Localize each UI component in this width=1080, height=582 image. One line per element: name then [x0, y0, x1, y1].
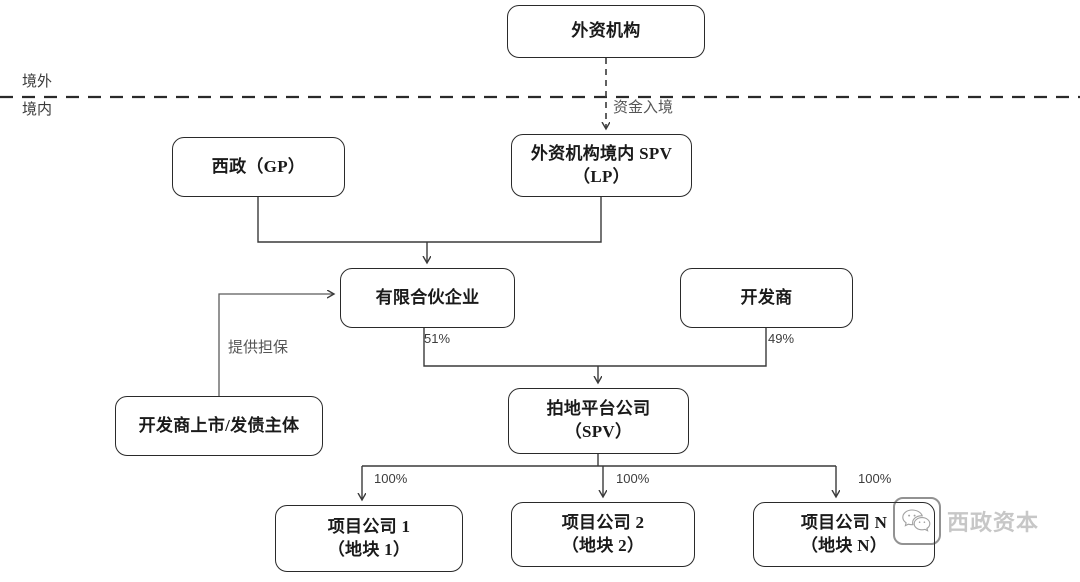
boundary-label-overseas: 境外	[22, 74, 53, 90]
edge-label-funds-inbound: 资金入境	[613, 100, 674, 116]
node-land-bidding-platform-line1: 拍地平台公司	[546, 399, 651, 419]
edge-label-share-100-project-2: 100%	[616, 471, 650, 486]
node-onshore-spv-lp[interactable]: 外资机构境内 SPV （LP）	[511, 134, 692, 197]
edge-label-share-100-project-n: 100%	[858, 471, 892, 486]
node-project-company-2[interactable]: 项目公司 2 （地块 2）	[511, 502, 695, 567]
wechat-icon	[893, 497, 941, 545]
node-onshore-spv-lp-line1: 外资机构境内 SPV	[530, 143, 673, 163]
node-project-company-2-line1: 项目公司 2	[561, 512, 645, 532]
node-developer-line1: 开发商	[740, 287, 793, 307]
edge-label-share-100-project-1: 100%	[374, 471, 408, 486]
node-developer-listed-entity-line1: 开发商上市/发债主体	[138, 415, 300, 435]
boundary-label-domestic: 境内	[22, 102, 53, 118]
edge-partnership-51	[423, 328, 598, 367]
node-land-bidding-platform-line2: （SPV）	[564, 422, 633, 441]
node-developer[interactable]: 开发商	[680, 268, 853, 328]
node-limited-partnership-line1: 有限合伙企业	[375, 287, 480, 307]
node-foreign-institution[interactable]: 外资机构	[507, 5, 705, 58]
node-xizheng-gp-line1: 西政（GP）	[211, 156, 306, 176]
watermark-text: 西政资本	[947, 510, 1040, 535]
node-onshore-spv-lp-line2: （LP）	[573, 166, 630, 186]
edge-gp-to-partnership	[257, 197, 427, 243]
node-land-bidding-platform[interactable]: 拍地平台公司 （SPV）	[508, 388, 689, 454]
node-project-company-1-line1: 项目公司 1	[327, 516, 411, 536]
edge-label-provide-guarantee: 提供担保	[228, 340, 289, 356]
edge-label-share-51: 51%	[424, 331, 451, 346]
watermark: 西政资本	[893, 497, 1039, 545]
edge-lp-to-partnership	[427, 197, 602, 243]
node-project-company-n-line1: 项目公司 N	[800, 512, 888, 532]
node-limited-partnership[interactable]: 有限合伙企业	[340, 268, 515, 328]
node-xizheng-gp[interactable]: 西政（GP）	[172, 137, 345, 197]
edge-developer-49	[598, 328, 767, 367]
node-project-company-1[interactable]: 项目公司 1 （地块 1）	[275, 505, 463, 572]
node-developer-listed-entity[interactable]: 开发商上市/发债主体	[115, 396, 323, 456]
node-project-company-n-line2: （地块 N）	[800, 535, 888, 555]
edge-label-share-49: 49%	[768, 331, 795, 346]
node-project-company-2-line2: （地块 2）	[561, 535, 645, 555]
node-foreign-institution-line1: 外资机构	[571, 21, 641, 41]
node-project-company-1-line2: （地块 1）	[327, 539, 411, 559]
